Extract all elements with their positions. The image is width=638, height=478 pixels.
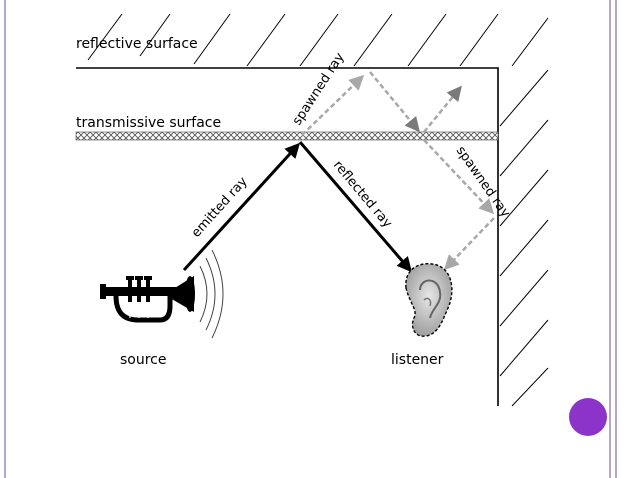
spawned-ray-to-listener [443,217,495,271]
reflected-ray-arrow [298,141,412,273]
ear-icon [405,263,453,337]
spawned-ray-through [423,139,495,215]
slide-left-border [4,0,6,478]
spawned-rays [301,71,495,271]
sound-waves-icon [199,249,224,339]
slide-decoration-dot [569,398,607,436]
figure-panel [76,14,548,406]
reflective-surface-label: reflective surface [76,36,198,52]
listener-label: listener [391,352,444,368]
source-label: source [120,352,167,368]
trumpet-icon [100,276,195,323]
emitted-ray-arrow [182,142,301,272]
transmissive-surface-label: transmissive surface [76,115,221,131]
reflective-surface-hatching [87,13,549,67]
slide-right-border [609,0,617,478]
spawned-ray-up [301,74,365,136]
spawned-ray-down [369,71,420,133]
right-wall-hatching [499,69,549,407]
transmissive-surface [75,131,499,141]
reflective-wall [76,67,499,406]
spawned-ray-reflected-up [423,85,462,133]
